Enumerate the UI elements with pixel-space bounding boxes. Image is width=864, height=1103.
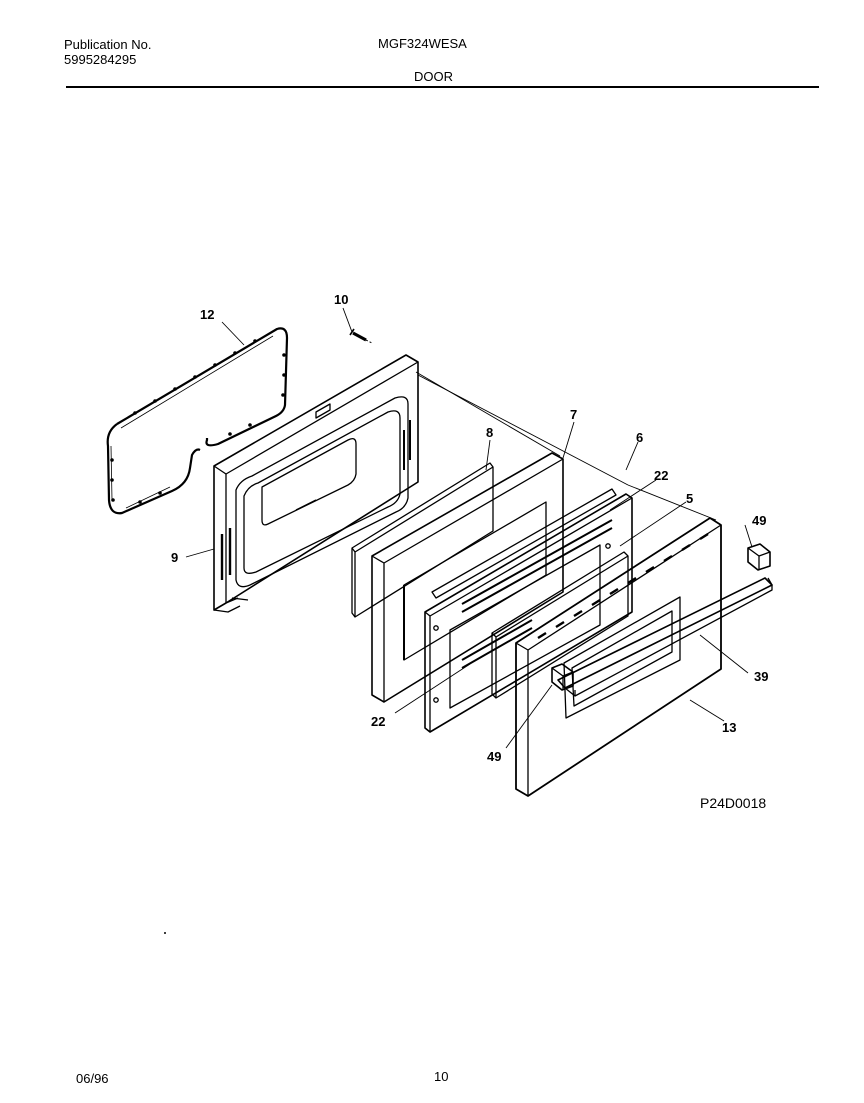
callout-5: 5 <box>686 491 693 506</box>
publication-number: 5995284295 <box>64 52 137 67</box>
door-gasket <box>106 327 289 515</box>
callout-12: 12 <box>200 307 214 322</box>
footer-date: 06/96 <box>76 1071 109 1086</box>
leader-lines <box>185 307 753 749</box>
callout-labels: 12 10 8 7 6 22 5 49 9 39 22 13 49 <box>171 292 768 764</box>
door-screw <box>349 328 373 344</box>
callout-22-upper: 22 <box>654 468 668 483</box>
outer-glass <box>491 551 629 699</box>
callout-49-left: 49 <box>487 749 501 764</box>
callout-9: 9 <box>171 550 178 565</box>
inner-door-panel <box>424 488 633 733</box>
model-number: MGF324WESA <box>378 36 467 51</box>
callout-49-right: 49 <box>752 513 766 528</box>
handle-end-cap-right <box>747 543 771 571</box>
callout-6: 6 <box>636 430 643 445</box>
stray-dot <box>164 932 166 934</box>
inner-glass <box>351 462 494 618</box>
callout-39: 39 <box>754 669 768 684</box>
callout-7: 7 <box>570 407 577 422</box>
callout-13: 13 <box>722 720 736 735</box>
callout-10: 10 <box>334 292 348 307</box>
door-liner <box>213 354 419 613</box>
callout-22-lower: 22 <box>371 714 385 729</box>
outer-door-panel <box>515 517 722 797</box>
handle-end-cap-left <box>551 663 574 691</box>
drawing-code: P24D0018 <box>700 795 767 811</box>
page-number: 10 <box>434 1069 449 1084</box>
door-handle <box>557 577 773 697</box>
callout-8: 8 <box>486 425 493 440</box>
header-rule <box>66 86 819 88</box>
alignment-lines <box>415 371 717 521</box>
publication-label: Publication No. <box>64 37 152 52</box>
section-title: DOOR <box>414 69 453 84</box>
